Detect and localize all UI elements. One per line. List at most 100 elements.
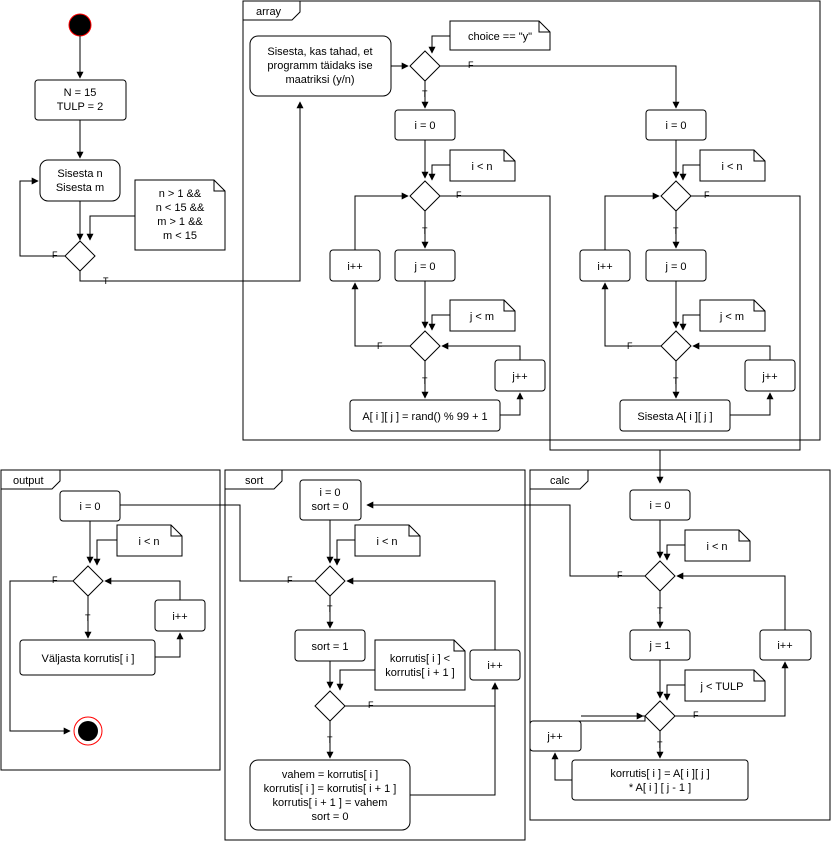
calc-i-init: i = 0 <box>629 489 691 521</box>
svg-text:F: F <box>468 60 474 70</box>
svg-text:T: T <box>422 226 428 236</box>
svg-text:F: F <box>704 190 710 200</box>
svg-text:maatriksi (y/n): maatriksi (y/n) <box>285 74 354 86</box>
svg-text:m > 1 &&: m > 1 && <box>157 216 203 228</box>
svg-text:T: T <box>657 740 663 750</box>
svg-text:m < 15: m < 15 <box>163 230 197 242</box>
frame-calc-title: calc <box>550 475 570 487</box>
array-right-j-inc: j++ <box>744 359 796 392</box>
svg-text:F: F <box>456 190 462 200</box>
svg-text:i < n: i < n <box>721 161 742 173</box>
frame-output: output <box>0 469 221 771</box>
svg-text:Sisesta A[ i ][ j ]: Sisesta A[ i ][ j ] <box>637 411 712 423</box>
calc-i-note: i < n <box>684 529 751 562</box>
calc-j-inc: j++ <box>529 720 582 752</box>
calc-i-inc: i++ <box>759 629 812 661</box>
array-left-i-init: i = 0 <box>394 109 456 141</box>
calc-j-note: j < TULP <box>684 669 766 702</box>
array-left-i-decision <box>409 180 441 212</box>
svg-text:korrutis[ i + 1 ] = vahem: korrutis[ i + 1 ] = vahem <box>273 797 388 809</box>
svg-text:j < m: j < m <box>719 311 744 323</box>
svg-text:T: T <box>422 89 428 99</box>
svg-text:i++: i++ <box>347 261 362 273</box>
svg-text:programm täidaks ise: programm täidaks ise <box>267 60 372 72</box>
choice-decision <box>409 50 441 82</box>
svg-text:Väljasta korrutis[ i ]: Väljasta korrutis[ i ] <box>42 653 135 665</box>
svg-text:j = 0: j = 0 <box>664 261 686 273</box>
frame-calc: calc <box>529 469 831 821</box>
svg-text:sort = 0: sort = 0 <box>312 501 349 513</box>
input-box: Sisesta n Sisesta m <box>39 159 121 202</box>
output-body: Väljasta korrutis[ i ] <box>19 639 156 676</box>
svg-text:i = 0: i = 0 <box>414 120 435 132</box>
svg-text:TULP = 2: TULP = 2 <box>57 101 104 113</box>
array-right-i-inc: i++ <box>579 249 631 282</box>
sort-set-box: sort = 1 <box>294 629 366 662</box>
svg-text:T: T <box>327 604 333 614</box>
svg-text:F: F <box>52 250 58 260</box>
calc-i-decision <box>644 560 676 592</box>
sort-init: i = 0 sort = 0 <box>299 479 362 521</box>
main-decision <box>64 240 96 272</box>
svg-text:j < m: j < m <box>469 311 494 323</box>
calc-j-decision <box>644 700 676 732</box>
svg-text:F: F <box>693 710 699 720</box>
svg-text:i < n: i < n <box>471 161 492 173</box>
svg-text:vahem = korrutis[ i ]: vahem = korrutis[ i ] <box>282 769 378 781</box>
svg-text:n > 1 &&: n > 1 && <box>159 188 202 200</box>
svg-text:j++: j++ <box>511 371 527 383</box>
svg-text:j = 1: j = 1 <box>648 640 670 652</box>
svg-text:T: T <box>327 735 333 745</box>
svg-text:T: T <box>673 226 679 236</box>
svg-text:korrutis[ i + 1 ]: korrutis[ i + 1 ] <box>385 667 454 679</box>
svg-text:i = 0: i = 0 <box>319 487 340 499</box>
svg-text:i = 0: i = 0 <box>79 501 100 513</box>
svg-text:n < 15 &&: n < 15 && <box>156 202 205 214</box>
array-left-j-init: j = 0 <box>394 249 456 282</box>
svg-text:i = 0: i = 0 <box>665 120 686 132</box>
array-right-j-note: j < m <box>699 299 766 332</box>
svg-text:F: F <box>617 570 623 580</box>
sort-compare-note: korrutis[ i ] < korrutis[ i + 1 ] <box>374 639 466 691</box>
svg-text:j++: j++ <box>546 731 562 743</box>
svg-text:i < n: i < n <box>138 536 159 548</box>
svg-text:F: F <box>368 700 374 710</box>
array-right-j-decision <box>660 330 692 362</box>
output-i-inc: i++ <box>154 599 206 632</box>
svg-text:j < TULP: j < TULP <box>700 681 744 693</box>
end-node <box>73 716 103 746</box>
frame-array-title: array <box>256 6 282 18</box>
array-left-i-note: i < n <box>449 149 516 182</box>
svg-text:korrutis[ i ] = A[ i ][ j ]: korrutis[ i ] = A[ i ][ j ] <box>610 768 709 780</box>
svg-text:korrutis[ i ] <: korrutis[ i ] < <box>390 653 450 665</box>
svg-text:j++: j++ <box>761 371 777 383</box>
array-right-i-decision <box>660 180 692 212</box>
sort-i-inc: i++ <box>469 649 521 681</box>
svg-text:korrutis[ i ] = korrutis[ i +: korrutis[ i ] = korrutis[ i + 1 ] <box>264 783 397 795</box>
calc-body: korrutis[ i ] = A[ i ][ j ] * A[ i ] [ j… <box>571 759 749 801</box>
svg-text:T: T <box>673 376 679 386</box>
sort-swap-box: vahem = korrutis[ i ] korrutis[ i ] = ko… <box>249 759 411 831</box>
output-i-decision <box>72 565 104 597</box>
array-left-j-decision <box>409 330 441 362</box>
output-i-init: i = 0 <box>59 490 121 522</box>
array-prompt-box: Sisesta, kas tahad, et programm täidaks … <box>249 35 392 97</box>
sort-compare-decision <box>314 690 346 722</box>
array-right-i-note: i < n <box>699 149 766 182</box>
svg-text:i++: i++ <box>172 611 187 623</box>
svg-text:i++: i++ <box>777 640 792 652</box>
array-left-j-inc: j++ <box>494 359 546 392</box>
svg-text:i++: i++ <box>597 261 612 273</box>
svg-text:T: T <box>103 276 109 286</box>
svg-text:i < n: i < n <box>376 536 397 548</box>
array-left-body: A[ i ][ j ] = rand() % 99 + 1 <box>349 399 501 432</box>
svg-text:j = 0: j = 0 <box>413 261 435 273</box>
svg-text:A[ i ][ j ] = rand() % 99 + 1: A[ i ][ j ] = rand() % 99 + 1 <box>362 411 487 423</box>
svg-text:N = 15: N = 15 <box>64 87 97 99</box>
frame-sort: sort <box>224 469 526 841</box>
svg-text:Sisesta, kas tahad, et: Sisesta, kas tahad, et <box>267 46 372 58</box>
array-right-body: Sisesta A[ i ][ j ] <box>619 399 731 432</box>
array-left-i-inc: i++ <box>329 249 381 282</box>
array-left-j-note: j < m <box>449 299 516 332</box>
